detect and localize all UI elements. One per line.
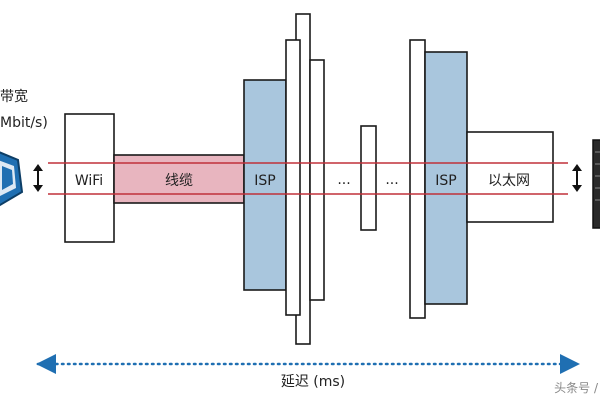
- laptop-icon: [0, 151, 24, 207]
- bandwidth-unit-label: Mbit/s): [0, 115, 48, 131]
- server-icon: [592, 139, 600, 229]
- router-plate: [285, 39, 301, 316]
- router-plate-small: [360, 125, 377, 231]
- watermark-text: 头条号 /: [554, 381, 599, 395]
- ethernet-block: [466, 131, 554, 223]
- wifi-label: WiFi: [75, 173, 103, 189]
- ellipsis-label-1: ...: [337, 172, 350, 188]
- isp-right-block: [424, 51, 468, 305]
- router-plate: [309, 59, 325, 301]
- bandwidth-label: 带宽: [0, 88, 28, 105]
- double-arrow-vertical-icon: [572, 164, 582, 192]
- isp-left-block: [243, 79, 287, 291]
- isp-right-label: ISP: [435, 173, 456, 189]
- double-arrow-vertical-icon: [33, 164, 43, 192]
- ethernet-label: 以太网: [488, 173, 530, 189]
- router-plate: [409, 39, 426, 319]
- latency-axis-label: 延迟 (ms): [281, 374, 345, 390]
- isp-left-label: ISP: [254, 173, 275, 189]
- ellipsis-label-2: ...: [385, 172, 398, 188]
- cable-label: 线缆: [165, 173, 193, 189]
